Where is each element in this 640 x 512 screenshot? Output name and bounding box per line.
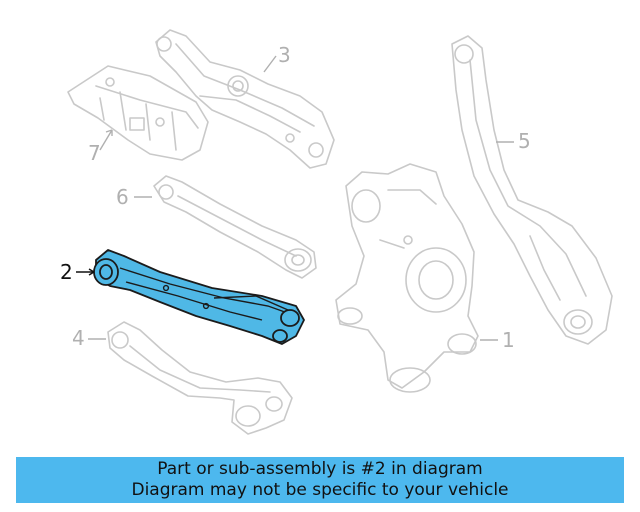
info-banner: Part or sub-assembly is #2 in diagram Di… [16,457,624,503]
callout-1: 1 [480,328,515,352]
part-4-curved-arm [107,321,293,435]
part-7-bracket [67,65,209,161]
banner-line-1: Part or sub-assembly is #2 in diagram [157,459,483,479]
part-1-knuckle [335,163,479,393]
callout-3: 3 [263,43,291,73]
callout-6: 6 [116,185,152,209]
part-6-link [153,175,317,279]
svg-text:4: 4 [72,326,85,350]
callout-7: 7 [88,129,113,165]
part-2-lower-control-arm [93,249,305,345]
banner-line-2: Diagram may not be specific to your vehi… [131,480,509,500]
svg-text:6: 6 [116,185,129,209]
parts-diagram: 7 3 6 5 [60,29,613,435]
callout-2: 2 [60,260,95,284]
svg-text:3: 3 [278,43,291,67]
callout-5: 5 [496,129,531,153]
svg-text:1: 1 [502,328,515,352]
part-5-trailing-arm [451,35,613,345]
svg-text:2: 2 [60,260,73,284]
svg-text:5: 5 [518,129,531,153]
svg-text:7: 7 [88,141,101,165]
part-3-upper-arm [155,29,335,169]
callout-4: 4 [72,326,106,350]
